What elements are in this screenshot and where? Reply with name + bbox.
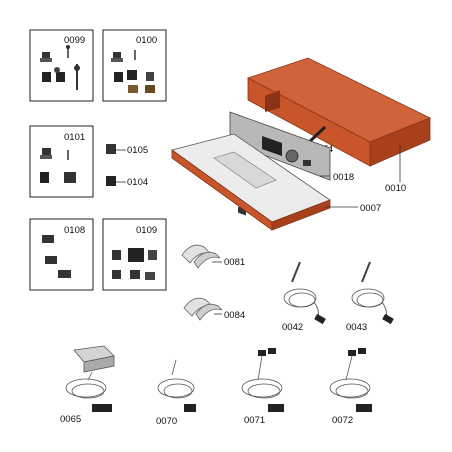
display-screen-icon <box>262 136 282 156</box>
pad-0081: 0081 <box>181 244 245 269</box>
harness-0070: 0070 <box>156 359 196 427</box>
kit-0108: 0108 <box>29 218 94 291</box>
connector-parts-icon <box>42 235 71 278</box>
label-0042: 0042 <box>282 322 303 333</box>
connector-0105: 0105 <box>106 144 148 156</box>
kit-0100: 0100 <box>102 29 167 102</box>
sensor-cable-0042: 0042 <box>282 261 326 333</box>
connector-0104: 0104 <box>106 176 148 188</box>
fastener-parts-icon <box>111 50 155 93</box>
label-0101: 0101 <box>64 132 85 143</box>
label-0081: 0081 <box>224 257 245 268</box>
label-0108: 0108 <box>64 225 85 236</box>
label-0099: 0099 <box>64 35 85 46</box>
label-0105: 0105 <box>127 145 148 156</box>
label-0010: 0010 <box>385 183 406 194</box>
fastener-parts-icon <box>40 148 76 183</box>
control-panel-0018: 0018 <box>229 111 354 216</box>
knob-icon <box>285 149 299 163</box>
sensor-cable-0043: 0043 <box>346 261 394 333</box>
label-0018: 0018 <box>333 172 354 183</box>
label-0100: 0100 <box>136 35 157 46</box>
pad-0084: 0084 <box>183 297 245 321</box>
housing-cover-0010: 0010 <box>246 57 431 194</box>
fastener-parts-icon <box>40 45 80 90</box>
connector-parts-icon <box>112 248 157 280</box>
harness-0065: 0065 <box>60 345 115 425</box>
label-0071: 0071 <box>244 415 265 426</box>
label-0007: 0007 <box>360 203 381 214</box>
kit-0099: 0099 <box>29 29 94 102</box>
label-0072: 0072 <box>332 415 353 426</box>
label-0109: 0109 <box>136 225 157 236</box>
label-0104: 0104 <box>127 177 148 188</box>
kit-0109: 0109 <box>102 218 167 291</box>
harness-0071: 0071 <box>241 348 284 426</box>
front-panel-0007: 0007 <box>171 133 381 231</box>
label-0070: 0070 <box>156 416 177 427</box>
label-0043: 0043 <box>346 322 367 333</box>
kit-0101: 0101 <box>29 125 94 198</box>
label-0084: 0084 <box>224 310 245 321</box>
harness-0072: 0072 <box>329 348 372 426</box>
label-0065: 0065 <box>60 414 81 425</box>
